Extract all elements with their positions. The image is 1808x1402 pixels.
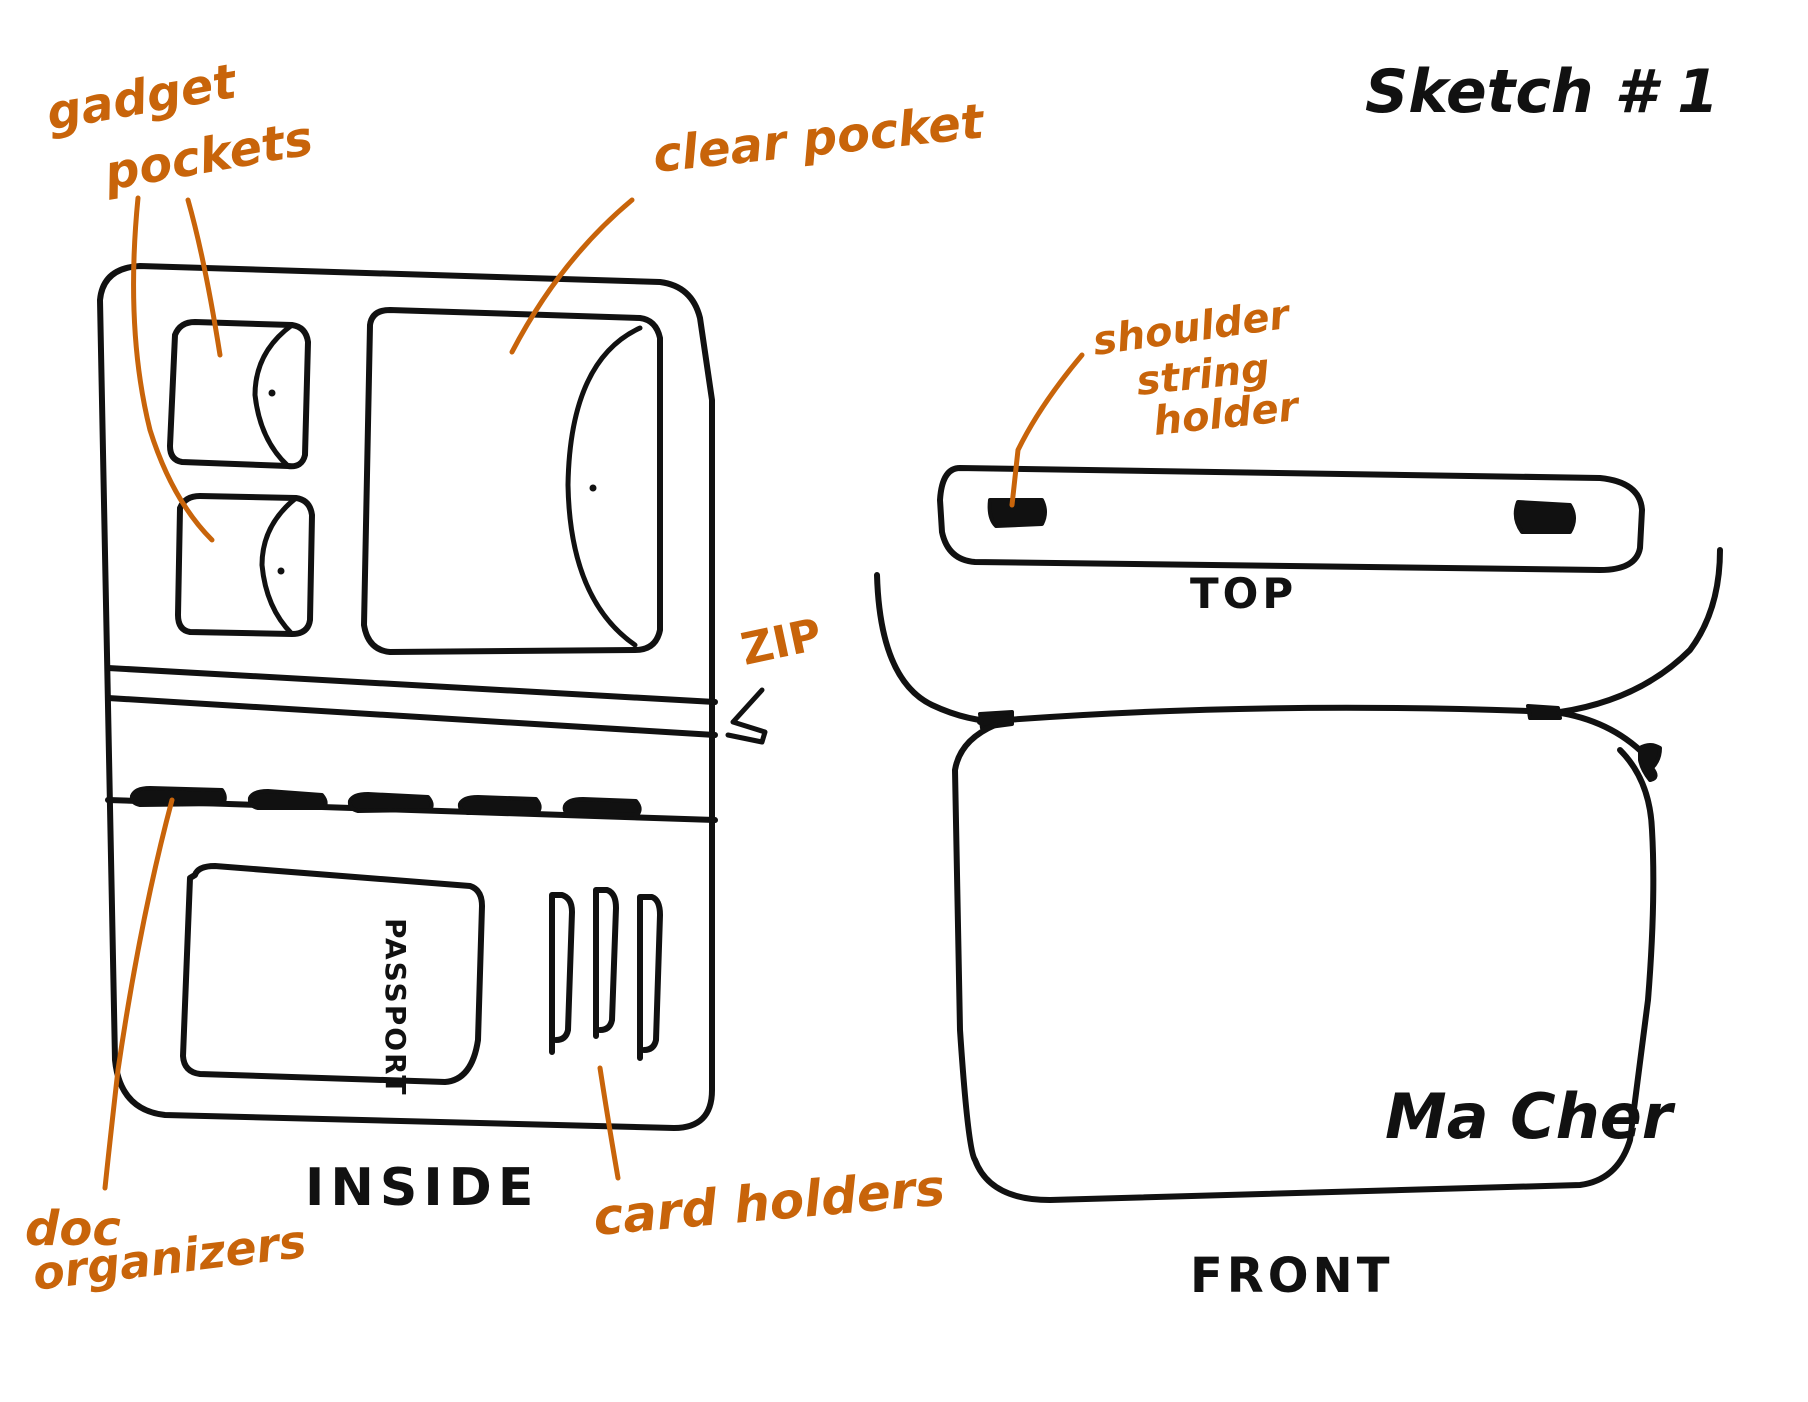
clear-pocket (364, 310, 660, 652)
inside-view: PASSPORT INSIDE (100, 266, 765, 1218)
zip-label: ZIP (737, 609, 826, 676)
top-view-label: TOP (1190, 569, 1297, 618)
shoulder-strap (877, 550, 1720, 722)
front-zip-pull-icon (1640, 745, 1660, 780)
inside-view-label: INSIDE (305, 1158, 539, 1218)
gadget-pocket-top (170, 322, 308, 466)
top-view: TOP (940, 468, 1642, 618)
sketch-title: Sketch # 1 (1365, 57, 1719, 127)
brand-name: Ma Cher (1385, 1080, 1676, 1153)
gadget-pocket-bottom (178, 496, 312, 634)
strap-holder-right-icon (1516, 502, 1574, 532)
doc-organizer-tabs (132, 788, 640, 815)
front-view-label: FRONT (1190, 1248, 1393, 1304)
card-holders-pointer (600, 1068, 618, 1178)
card-holders-label: card holders (591, 1158, 947, 1246)
passport-text: PASSPORT (379, 918, 412, 1096)
strap-holder-left-icon (990, 500, 1045, 526)
passport-slot: PASSPORT (183, 866, 482, 1096)
zip-pull-icon (728, 690, 765, 742)
clear-pocket-label: clear pocket (650, 93, 988, 184)
card-holders (552, 890, 660, 1058)
shoulder-pointer (1012, 355, 1082, 505)
gadget-pockets-pointer-top (188, 200, 220, 355)
front-view: Ma Cher FRONT (877, 550, 1720, 1304)
